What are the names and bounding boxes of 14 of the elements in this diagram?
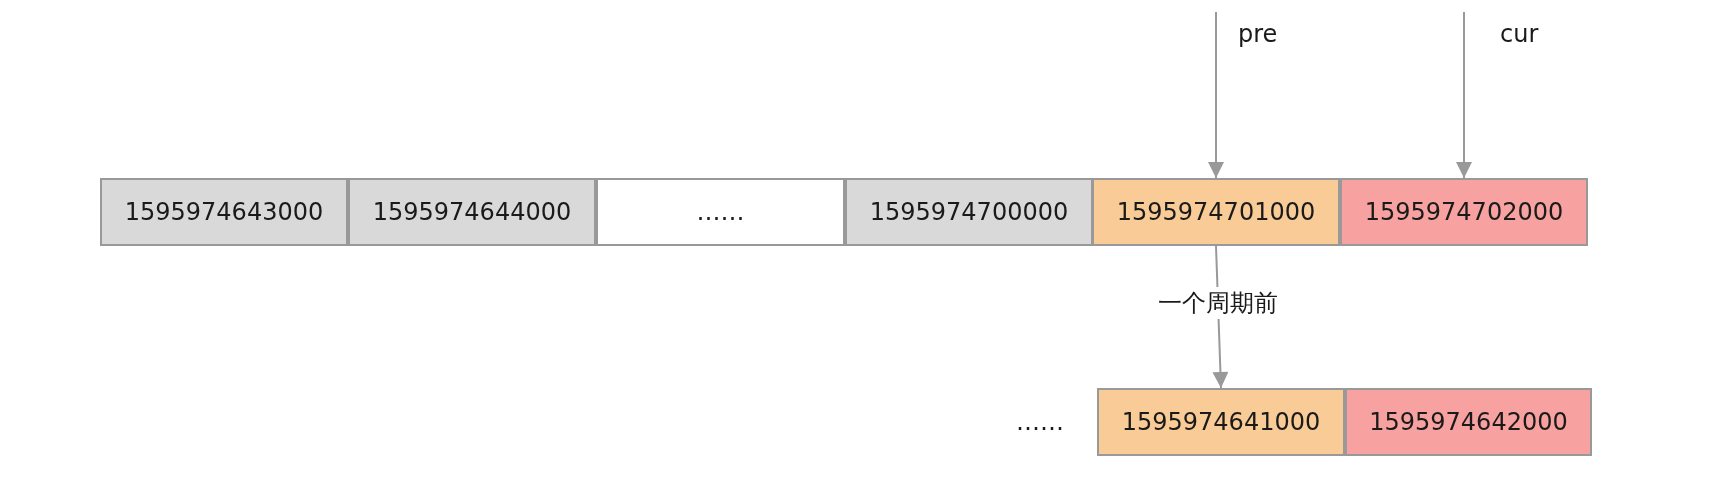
array-cell: 1595974700000 [845,178,1093,246]
array-cell: 1595974643000 [100,178,348,246]
edge-label: pre [1237,20,1279,48]
array-cell: 1595974642000 [1345,388,1592,456]
arrow [1456,11,1472,179]
edge-label: cur [1499,20,1540,48]
ellipsis-text: …… [1016,408,1064,436]
array-cell: 1595974641000 [1097,388,1345,456]
edge-label: 一个周期前 [1156,287,1280,319]
array-cell: 1595974644000 [348,178,596,246]
array-cell: 1595974701000 [1092,178,1340,246]
array-cell: 1595974702000 [1340,178,1588,246]
arrow [1208,11,1224,179]
array-cell: …… [596,178,845,246]
